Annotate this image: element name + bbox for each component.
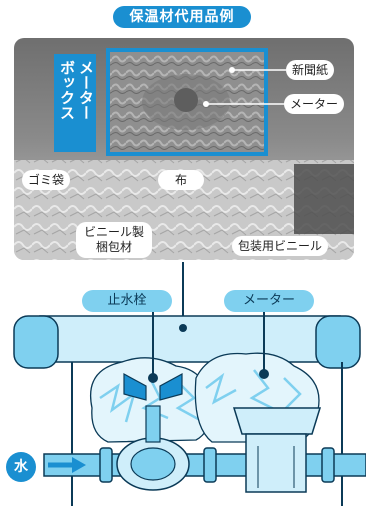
meter-pointer-dot — [203, 101, 209, 107]
lid-point — [179, 324, 187, 332]
packaging-vinyl-label: 包装用ビニール — [232, 236, 329, 256]
meter-box-label-line2: ボックス — [58, 60, 76, 120]
meter-box-frame — [106, 48, 268, 156]
cloth-label: 布 — [158, 170, 204, 190]
meter-diagram-label: メーター — [224, 290, 314, 312]
newspaper-label: 新聞紙 — [286, 60, 335, 80]
water-label: 水 — [6, 452, 36, 482]
meter-box-diagram — [13, 262, 366, 506]
water-flow-arrowhead — [72, 457, 86, 473]
newspaper-pointer-dot — [229, 67, 235, 73]
meter-top — [232, 407, 322, 435]
garbage-bag-label: ゴミ袋 — [22, 170, 71, 190]
pipe-joint-2 — [203, 447, 217, 483]
lid-handle-right — [315, 315, 361, 369]
meter-photo-label: メーター — [284, 94, 345, 114]
valve-center — [130, 447, 176, 481]
stop-valve-label: 止水栓 — [82, 290, 172, 312]
lid-handle-left — [13, 315, 59, 369]
meter-box-label: メーター ボックス — [54, 54, 96, 152]
packaging-vinyl-photo — [294, 164, 354, 234]
vinyl-packing-label-line1: ビニール製 — [84, 225, 145, 239]
meter-body — [245, 433, 307, 493]
vinyl-packing-label: ビニール製 梱包材 — [76, 222, 153, 258]
meter-box-label-line1: メーター — [77, 60, 95, 120]
pipe-joint-3 — [321, 447, 335, 483]
valve-stem — [145, 405, 161, 443]
valve-handle — [123, 372, 183, 401]
meter-dial-photo — [174, 88, 198, 112]
diagram-title: 保温材代用品例 — [113, 6, 251, 28]
box-lid — [39, 315, 341, 363]
vinyl-packing-label-line2: 梱包材 — [96, 240, 133, 254]
pipe-joint-1 — [99, 447, 113, 483]
